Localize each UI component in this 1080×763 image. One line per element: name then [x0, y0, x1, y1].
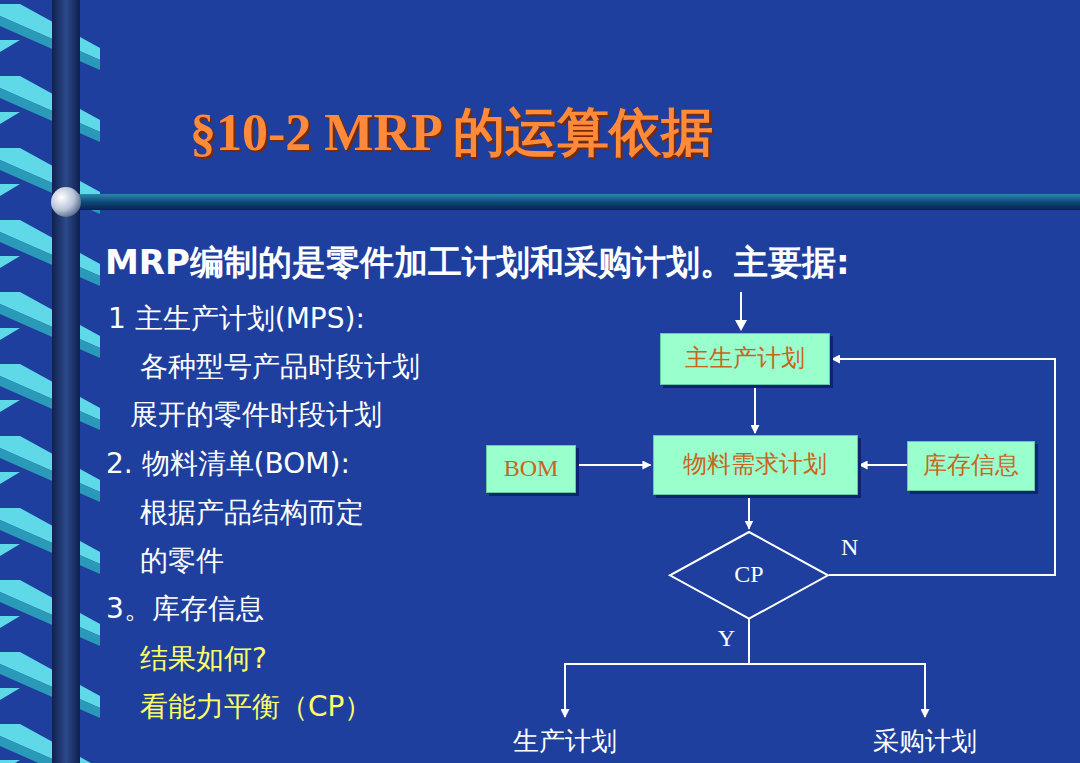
output-text: 采购计划	[857, 719, 993, 763]
list-text: 各种型号产品时段计划	[140, 348, 420, 386]
horizontal-bar	[60, 194, 1080, 210]
node-text: 库存信息	[923, 452, 1019, 480]
headline-text: MRP编制的是零件加工计划和采购计划。主要据:	[105, 240, 850, 286]
flow-arrow	[860, 464, 908, 466]
input-arrowhead	[735, 320, 747, 331]
node-text: 主生产计划	[685, 345, 805, 373]
branch-label: N	[841, 534, 858, 561]
flow-arrow	[748, 495, 750, 529]
node-text: 物料需求计划	[683, 451, 827, 479]
node-text: CP	[734, 561, 763, 589]
input-box: BOM	[486, 445, 576, 493]
list-text: 展开的零件时段计划	[130, 396, 382, 434]
list-text: 2. 物料清单(BOM):	[106, 445, 350, 483]
flow-arrow	[576, 464, 651, 466]
list-text: 结果如何?	[140, 640, 267, 678]
input-box: 库存信息	[907, 441, 1035, 491]
list-text: 3。库存信息	[106, 590, 264, 628]
slide-title: §10-2 MRP 的运算依据	[190, 98, 713, 168]
input-arrow	[740, 292, 742, 322]
list-text: 根据产品结构而定	[140, 494, 364, 532]
list-text: 看能力平衡（CP）	[140, 688, 372, 726]
node-text: BOM	[504, 455, 559, 483]
process-box: 物料需求计划	[653, 435, 858, 495]
node-text: 生产计划	[513, 727, 617, 757]
zigzag-band	[0, 0, 100, 763]
output-text: 生产计划	[497, 719, 633, 763]
flow-arrow	[829, 359, 1055, 575]
branch-label: Y	[718, 625, 735, 652]
list-text: 1 主生产计划(MPS):	[108, 300, 365, 338]
flow-arrow	[754, 385, 756, 433]
decision-diamond: CP	[669, 531, 829, 620]
flow-arrow	[749, 619, 925, 717]
bar-knob	[51, 187, 81, 217]
node-text: 采购计划	[873, 727, 977, 757]
vertical-bar	[52, 0, 80, 763]
process-box: 主生产计划	[660, 333, 830, 385]
list-text: 的零件	[140, 542, 224, 580]
flow-arrow	[565, 619, 749, 717]
